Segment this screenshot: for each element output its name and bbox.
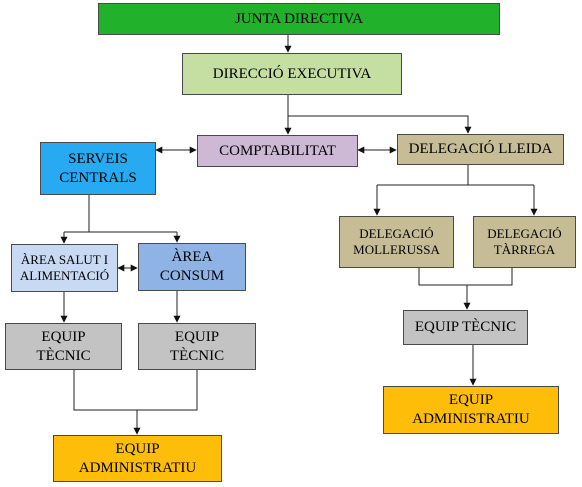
- node-area-consum: ÀREA CONSUM: [138, 243, 246, 291]
- node-equip-tecnic-2: EQUIP TÈCNIC: [138, 323, 256, 370]
- connector-equips-bracket: [73, 370, 198, 411]
- node-area-salut-alimentacio: ÀREA SALUT I ALIMENTACIÓ: [11, 244, 118, 292]
- node-equip-tecnic-3: EQUIP TÈCNIC: [403, 310, 528, 345]
- connector-delegacions-bracket: [418, 268, 513, 286]
- node-delegacio-lleida: DELEGACIÓ LLEIDA: [397, 134, 564, 165]
- node-direccio-executiva: DIRECCIÓ EXECUTIVA: [182, 53, 402, 95]
- node-junta-directiva: JUNTA DIRECTIVA: [98, 3, 500, 35]
- node-serveis-centrals: SERVEIS CENTRALS: [40, 142, 156, 195]
- node-delegacio-tarrega: DELEGACIÓ TÀRREGA: [473, 216, 576, 268]
- connector-direccio-lleida: [288, 115, 472, 134]
- node-comptabilitat: COMPTABILITAT: [197, 135, 358, 167]
- node-equip-administratiu-2: EQUIP ADMINISTRATIU: [383, 386, 559, 434]
- node-equip-administratiu-1: EQUIP ADMINISTRATIU: [53, 435, 222, 482]
- node-delegacio-mollerussa: DELEGACIÓ MOLLERUSSA: [339, 216, 454, 268]
- node-equip-tecnic-1: EQUIP TÈCNIC: [5, 323, 122, 370]
